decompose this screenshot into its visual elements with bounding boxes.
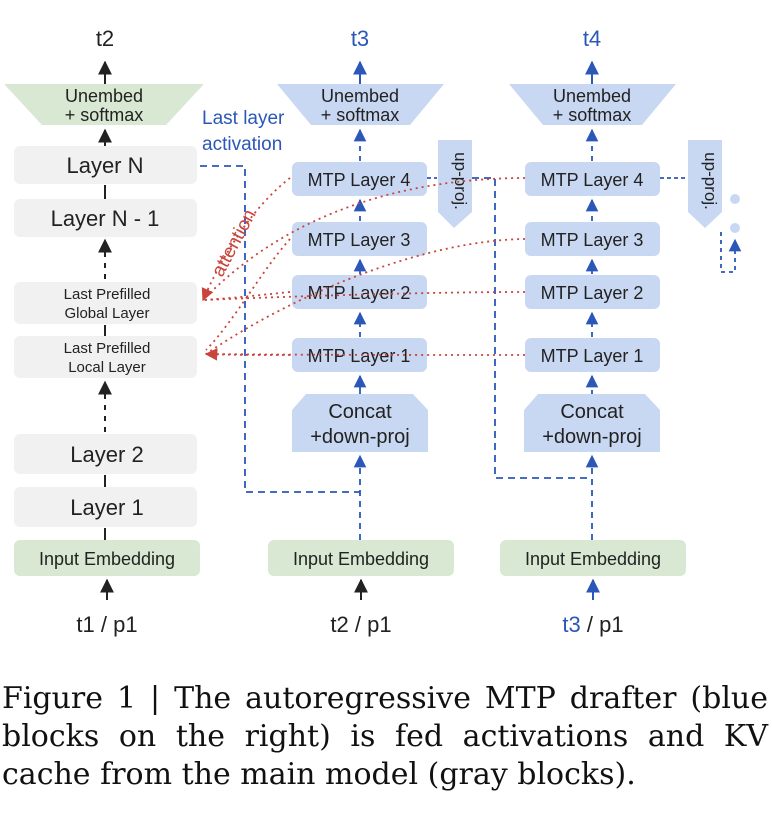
drafter1-upproj-to-drafter2 [472, 177, 592, 479]
drafter2-concat-block [524, 394, 660, 452]
drafter2-mtp-layer-4 [525, 162, 660, 196]
drafter2-concat-line2: +down-proj [542, 426, 642, 448]
attn-d2-mtp2-global [202, 291, 526, 301]
main-last-global-line2: Global Layer [64, 305, 149, 322]
drafter-2-column: t4 Unembed + softmax MTP Layer 4 MTP Lay… [500, 26, 742, 637]
drafter1-input-token: t2 / p1 [330, 612, 391, 637]
main-unembed-line1: Unembed [65, 86, 143, 106]
main-layer-2 [14, 434, 197, 474]
mtp-diagram: t2 Unembed + softmax Layer N Layer N - 1… [4, 26, 742, 637]
drafter1-mtp-layer-4 [292, 162, 427, 196]
drafter2-input-token-suffix: / p1 [581, 612, 624, 637]
main-last-prefilled-local [14, 336, 197, 378]
main-layer-n-label: Layer N [66, 153, 143, 178]
drafter1-mtp-layer-4-label: MTP Layer 4 [308, 170, 411, 190]
drafter1-mtp-layer-1 [292, 338, 427, 372]
drafter2-mtp-layer-3-label: MTP Layer 3 [541, 230, 644, 250]
drafter1-unembed-block [277, 84, 444, 125]
main-last-local-line2: Local Layer [68, 359, 146, 376]
drafter1-up-proj-block [438, 140, 472, 228]
drafter1-up-proj-label: up-proj. [451, 152, 470, 210]
drafter2-input-embedding-label: Input Embedding [525, 549, 661, 569]
drafter2-concat-line1: Concat [560, 401, 624, 423]
main-output-token: t2 [96, 26, 114, 51]
drafter2-mtp-layer-2 [525, 275, 660, 309]
drafter2-continuation-loop [720, 232, 742, 273]
figure-caption: Figure 1 | The autoregressive MTP drafte… [2, 681, 768, 792]
drafter2-input-token-prefix: t3 [562, 612, 580, 637]
main-layer-n-minus-1 [14, 199, 197, 237]
drafter2-unembed-line1: Unembed [553, 86, 631, 106]
last-layer-activation-path: Last layer activation [200, 108, 360, 493]
drafter2-mtp-layer-3 [525, 222, 660, 256]
main-last-local-line1: Last Prefilled [64, 340, 151, 357]
attention-links: attention [201, 177, 526, 361]
continuation-dot-1 [730, 194, 740, 204]
last-layer-activation-line2: activation [202, 134, 282, 155]
main-input-embedding-label: Input Embedding [39, 549, 175, 569]
drafter1-input-embedding [268, 540, 454, 576]
drafter2-mtp-layer-2-label: MTP Layer 2 [541, 283, 644, 303]
drafter1-concat-line2: +down-proj [310, 426, 410, 448]
drafter2-unembed-block [509, 84, 676, 125]
drafter2-mtp-layer-1 [525, 338, 660, 372]
main-layer-2-label: Layer 2 [70, 442, 143, 467]
drafter2-input-token: t3 / p1 [562, 612, 623, 637]
main-layer-1-label: Layer 1 [70, 495, 143, 520]
drafter2-mtp-layer-4-label: MTP Layer 4 [541, 170, 644, 190]
attn-d1-mtp4-global [201, 177, 291, 302]
drafter2-input-embedding [500, 540, 686, 576]
main-last-global-line1: Last Prefilled [64, 286, 151, 303]
drafter1-mtp-layer-2-label: MTP Layer 2 [308, 283, 411, 303]
drafter1-concat-line1: Concat [328, 401, 392, 423]
main-layer-n [14, 146, 197, 184]
drafter1-output-token: t3 [351, 26, 369, 51]
drafter2-up-proj-block [688, 140, 722, 228]
activation-route-line [200, 165, 360, 493]
drafter1-unembed-line1: Unembed [321, 86, 399, 106]
continuation-dot-2 [730, 223, 740, 233]
main-model-column: t2 Unembed + softmax Layer N Layer N - 1… [4, 26, 204, 637]
drafter2-up-proj-label: up-proj. [701, 152, 720, 210]
main-unembed-line2: + softmax [65, 105, 144, 125]
drafter-1-column: t3 Unembed + softmax MTP Layer 4 MTP Lay… [268, 26, 592, 637]
drafter1-input-embedding-label: Input Embedding [293, 549, 429, 569]
attention-label: attention [208, 206, 261, 280]
main-last-prefilled-global [14, 282, 197, 324]
drafter1-mtp-layer-3 [292, 222, 427, 256]
drafter1-mtp-layer-1-label: MTP Layer 1 [308, 346, 411, 366]
main-input-embedding [14, 540, 200, 576]
main-layer-1 [14, 487, 197, 527]
drafter1-unembed-line2: + softmax [321, 105, 400, 125]
drafter2-output-token: t4 [583, 26, 601, 51]
drafter2-mtp-layer-1-label: MTP Layer 1 [541, 346, 644, 366]
main-unembed-block [4, 84, 204, 125]
last-layer-activation-line1: Last layer [202, 108, 285, 129]
attn-d2-mtp4-global [202, 177, 526, 301]
main-layer-n-minus-1-label: Layer N - 1 [51, 206, 160, 231]
drafter1-mtp-layer-2 [292, 275, 427, 309]
drafter2-unembed-line2: + softmax [553, 105, 632, 125]
drafter1-mtp-layer-3-label: MTP Layer 3 [308, 230, 411, 250]
main-input-token: t1 / p1 [76, 612, 137, 637]
drafter1-concat-block [292, 394, 428, 452]
